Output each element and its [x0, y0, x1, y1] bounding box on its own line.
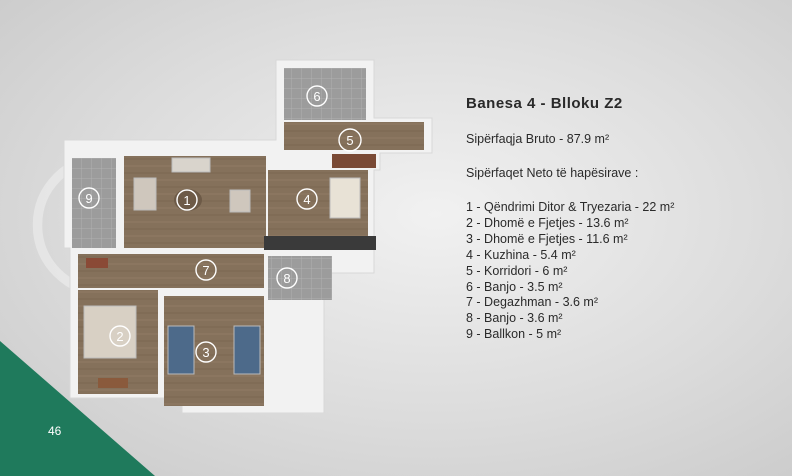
page-number: 46 [48, 424, 62, 438]
armchair [133, 177, 157, 211]
apartment-info: Banesa 4 - Blloku Z2 Sipërfaqja Bruto - … [466, 95, 766, 343]
room-marker-5: 5 [338, 128, 362, 152]
room-number-3: 3 [202, 345, 209, 360]
bed-single-left [167, 325, 195, 375]
net-areas-heading: Sipërfaqet Neto të hapësirave : [466, 166, 639, 180]
room-7-floor [78, 254, 264, 288]
room-6-floor [284, 68, 366, 120]
dining-table [329, 177, 361, 219]
gross-area: Sipërfaqja Bruto - 87.9 m² [466, 132, 610, 146]
room-marker-6: 6 [306, 85, 328, 107]
corridor-rug [332, 154, 376, 168]
room-number-4: 4 [303, 192, 310, 207]
room-list: 1 - Qëndrimi Ditor & Tryezaria - 22 m² 2… [466, 200, 766, 343]
room-item-2: 2 - Dhomë e Fjetjes - 13.6 m² [466, 215, 629, 230]
room-item-7: 7 - Degazhman - 3.6 m² [466, 295, 598, 310]
room-item-4: 4 - Kuzhina - 5.4 m² [466, 247, 576, 262]
room-9-floor [72, 158, 116, 248]
room-number-6: 6 [313, 89, 320, 104]
floor-plan: 6 5 9 1 4 7 8 2 3 [63, 59, 433, 413]
room-item-5: 5 - Korridori - 6 m² [466, 263, 568, 278]
kitchen-counter [264, 236, 376, 250]
room-item-6: 6 - Banjo - 3.5 m² [466, 279, 563, 294]
room-marker-4: 4 [296, 188, 318, 210]
room-marker-9: 9 [78, 187, 100, 209]
room-number-8: 8 [283, 271, 290, 286]
room-marker-1: 1 [176, 189, 198, 211]
room-8-floor [268, 256, 332, 300]
hall-cabinet [86, 258, 108, 268]
sofa [171, 157, 211, 173]
bed-single-right [233, 325, 261, 375]
room-number-2: 2 [116, 329, 123, 344]
room-marker-7: 7 [195, 259, 217, 281]
room-5-floor [284, 122, 424, 150]
room-marker-8: 8 [276, 267, 298, 289]
room-number-1: 1 [183, 193, 190, 208]
room-item-9: 9 - Ballkon - 5 m² [466, 327, 562, 342]
room-number-9: 9 [85, 191, 92, 206]
corner-accent [0, 341, 155, 476]
room-marker-3: 3 [195, 341, 217, 363]
room-number-5: 5 [346, 133, 353, 148]
apartment-title: Banesa 4 - Blloku Z2 [466, 95, 623, 112]
room-item-1: 1 - Qëndrimi Ditor & Tryezaria - 22 m² [466, 200, 675, 214]
room-item-8: 8 - Banjo - 3.6 m² [466, 311, 563, 326]
room-item-3: 3 - Dhomë e Fjetjes - 11.6 m² [466, 231, 628, 246]
room-number-7: 7 [202, 263, 209, 278]
armchair-right [229, 189, 251, 213]
